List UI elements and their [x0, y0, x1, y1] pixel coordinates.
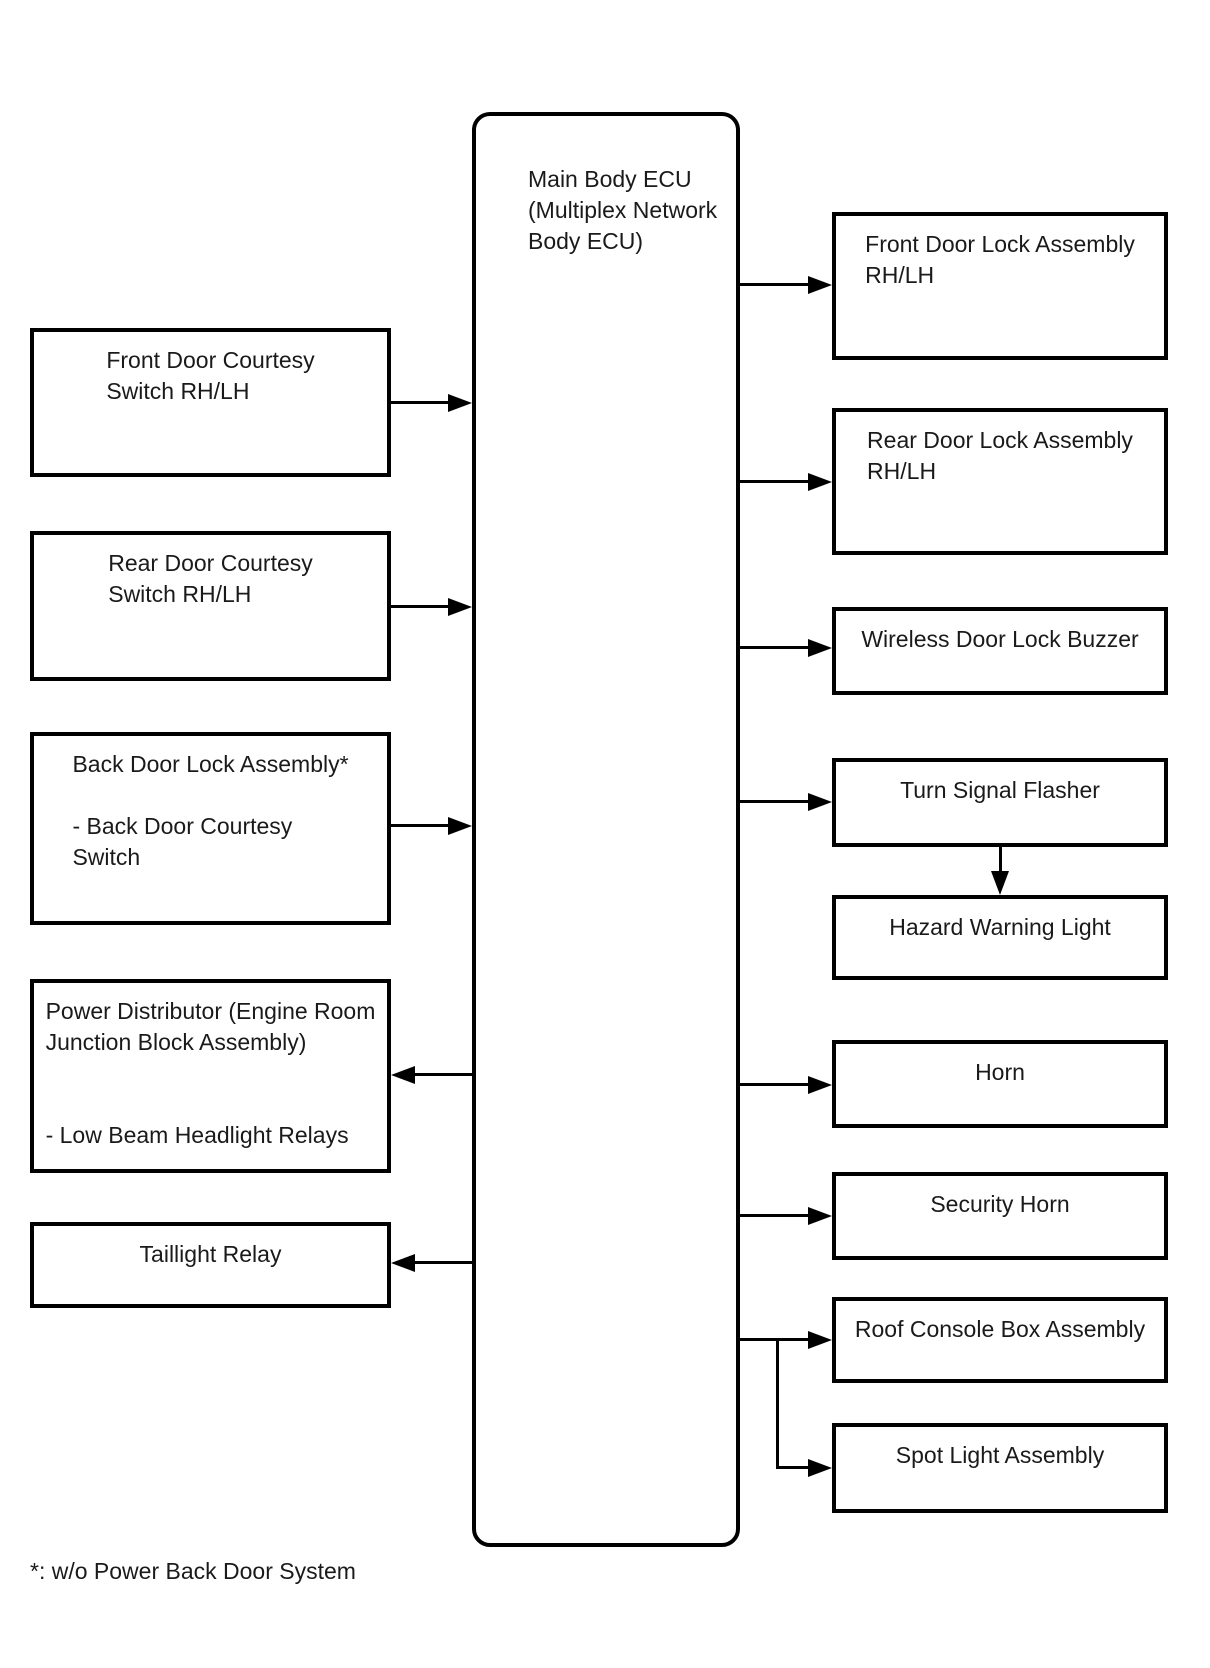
front-door-lock-assembly-label: Front Door Lock Assembly RH/LH — [865, 231, 1135, 288]
node-taillight-relay: Taillight Relay — [30, 1222, 391, 1308]
horn-label: Horn — [975, 1059, 1025, 1085]
arrowhead-right-icon — [448, 394, 472, 412]
connector-line — [999, 847, 1002, 873]
hazard-warning-light-label: Hazard Warning Light — [889, 914, 1111, 940]
connector-line — [740, 646, 808, 649]
arrowhead-right-icon — [808, 639, 832, 657]
rear-door-lock-assembly-label: Rear Door Lock Assembly RH/LH — [867, 427, 1133, 484]
connector-line — [391, 605, 448, 608]
connector-line — [415, 1261, 472, 1264]
turn-signal-flasher-label: Turn Signal Flasher — [900, 777, 1100, 803]
wireless-door-lock-buzzer-label: Wireless Door Lock Buzzer — [861, 626, 1139, 652]
connector-line — [740, 800, 808, 803]
connector-line — [391, 824, 448, 827]
front-door-courtesy-switch-label: Front Door Courtesy Switch RH/LH — [106, 347, 315, 404]
arrowhead-down-icon — [991, 871, 1009, 895]
arrowhead-left-icon — [391, 1254, 415, 1272]
node-roof-console-box-assembly: Roof Console Box Assembly — [832, 1297, 1168, 1383]
spot-light-assembly-label: Spot Light Assembly — [895, 1442, 1105, 1468]
arrowhead-right-icon — [808, 1076, 832, 1094]
power-distributor-label: Power Distributor (Engine Room Junction … — [45, 998, 376, 1148]
connector-line — [391, 401, 448, 404]
arrowhead-right-icon — [808, 473, 832, 491]
node-rear-door-lock-assembly: Rear Door Lock Assembly RH/LH — [832, 408, 1168, 555]
connector-line — [740, 283, 808, 286]
connector-line — [415, 1073, 472, 1076]
footnote: *: w/o Power Back Door System — [30, 1558, 356, 1584]
connector-line — [740, 1083, 808, 1086]
arrowhead-right-icon — [808, 276, 832, 294]
arrowhead-right-icon — [808, 793, 832, 811]
back-door-lock-assembly-label: Back Door Lock Assembly* - Back Door Cou… — [72, 751, 349, 870]
taillight-relay-label: Taillight Relay — [139, 1241, 282, 1267]
node-front-door-lock-assembly: Front Door Lock Assembly RH/LH — [832, 212, 1168, 360]
rear-door-courtesy-switch-label: Rear Door Courtesy Switch RH/LH — [108, 550, 313, 607]
connector-line — [740, 1338, 808, 1341]
node-horn: Horn — [832, 1040, 1168, 1128]
node-wireless-door-lock-buzzer: Wireless Door Lock Buzzer — [832, 607, 1168, 695]
node-hazard-warning-light: Hazard Warning Light — [832, 895, 1168, 980]
connector-line — [740, 480, 808, 483]
roof-console-box-assembly-label: Roof Console Box Assembly — [854, 1316, 1146, 1342]
node-main-body-ecu: Main Body ECU (Multiplex Network Body EC… — [472, 112, 740, 1547]
node-back-door-lock-assembly: Back Door Lock Assembly* - Back Door Cou… — [30, 732, 391, 925]
connector-line — [740, 1214, 808, 1217]
arrowhead-left-icon — [391, 1066, 415, 1084]
node-power-distributor: Power Distributor (Engine Room Junction … — [30, 979, 391, 1173]
main-body-ecu-label: Main Body ECU (Multiplex Network Body EC… — [528, 166, 718, 254]
node-front-door-courtesy-switch: Front Door Courtesy Switch RH/LH — [30, 328, 391, 477]
connector-line — [776, 1338, 779, 1469]
node-security-horn: Security Horn — [832, 1172, 1168, 1260]
arrowhead-right-icon — [448, 817, 472, 835]
security-horn-label: Security Horn — [930, 1191, 1070, 1217]
arrowhead-right-icon — [808, 1459, 832, 1477]
node-turn-signal-flasher: Turn Signal Flasher — [832, 758, 1168, 847]
node-rear-door-courtesy-switch: Rear Door Courtesy Switch RH/LH — [30, 531, 391, 681]
node-spot-light-assembly: Spot Light Assembly — [832, 1423, 1168, 1513]
arrowhead-right-icon — [808, 1331, 832, 1349]
arrowhead-right-icon — [808, 1207, 832, 1225]
connector-line — [776, 1466, 808, 1469]
arrowhead-right-icon — [448, 598, 472, 616]
